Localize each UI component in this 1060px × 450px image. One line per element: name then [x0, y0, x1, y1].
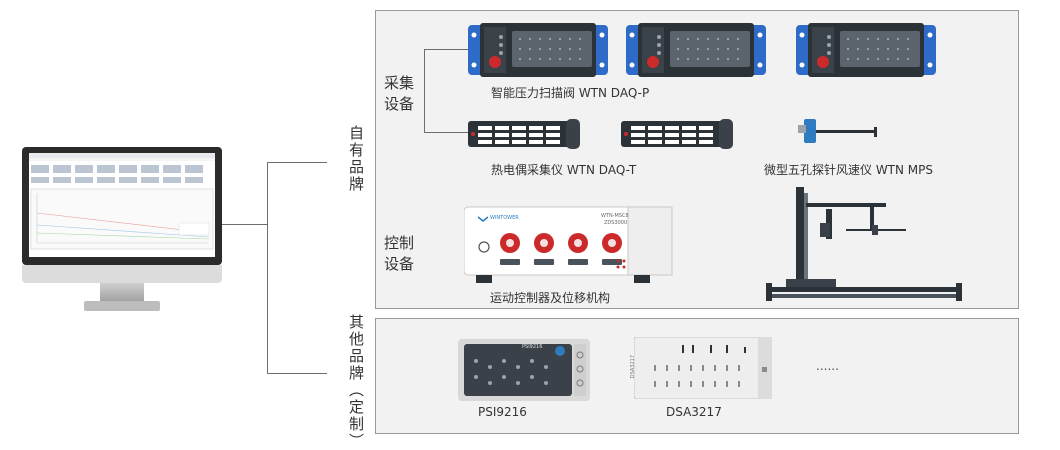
psi9216-label: PSI9216 [478, 405, 527, 419]
connector-line [222, 224, 268, 225]
mps-label: 微型五孔探针风速仪 WTN MPS [764, 163, 934, 177]
control-category-label: 控制设备 [384, 234, 415, 273]
daq-t-module [621, 119, 733, 149]
monitor-stand-base [84, 301, 160, 311]
own-brand-panel: 采集设备 控制设备 [375, 10, 1019, 309]
mps-probe [798, 119, 877, 143]
monitor-screen [29, 153, 215, 257]
controller-brand-text: WINTOWER [490, 215, 519, 221]
daq-p-label: 智能压力扫描阀 WTN DAQ-P [491, 86, 650, 100]
controller-model-text: WTN-MSC8 [601, 213, 629, 219]
acquisition-bracket [424, 49, 425, 132]
dsa3217-device [634, 337, 772, 399]
daq-t-label: 热电偶采集仪 WTN DAQ-T [491, 163, 637, 177]
daq-t-module [468, 119, 580, 149]
dsa3217-label: DSA3217 [666, 405, 722, 419]
monitor-software-ui [29, 153, 215, 250]
acquisition-bracket [424, 132, 468, 133]
connector-line [267, 162, 268, 374]
wintower-logo-icon [477, 216, 489, 222]
acquisition-category-label: 采集设备 [384, 74, 415, 113]
other-brand-label: 其他品牌（定制） [347, 314, 365, 450]
psi9216-device [458, 339, 590, 401]
daq-p-module [796, 23, 936, 77]
controller-sub-text: ZDS3000 [604, 220, 628, 226]
own-brand-label: 自有品牌 [347, 125, 365, 193]
acquisition-bracket [424, 49, 468, 50]
monitor-neck [100, 283, 144, 303]
motion-controller [464, 206, 673, 283]
daq-p-module [626, 23, 766, 77]
connector-line [267, 162, 327, 163]
daq-p-module [468, 23, 608, 77]
motion-controller-label: 运动控制器及位移机构 [490, 291, 611, 305]
dsa3217-panel-text: DSA3217 [630, 355, 636, 379]
displacement-mechanism [766, 187, 962, 301]
other-brand-panel: PSI9216 PSI9216 DSA3217 DSA3217 ...... [375, 318, 1019, 434]
psi9216-panel-text: PSI9216 [522, 344, 543, 350]
more-devices-ellipsis: ...... [816, 359, 839, 373]
monitor [22, 147, 222, 317]
monitor-chin [22, 265, 222, 283]
connector-line [267, 373, 327, 374]
